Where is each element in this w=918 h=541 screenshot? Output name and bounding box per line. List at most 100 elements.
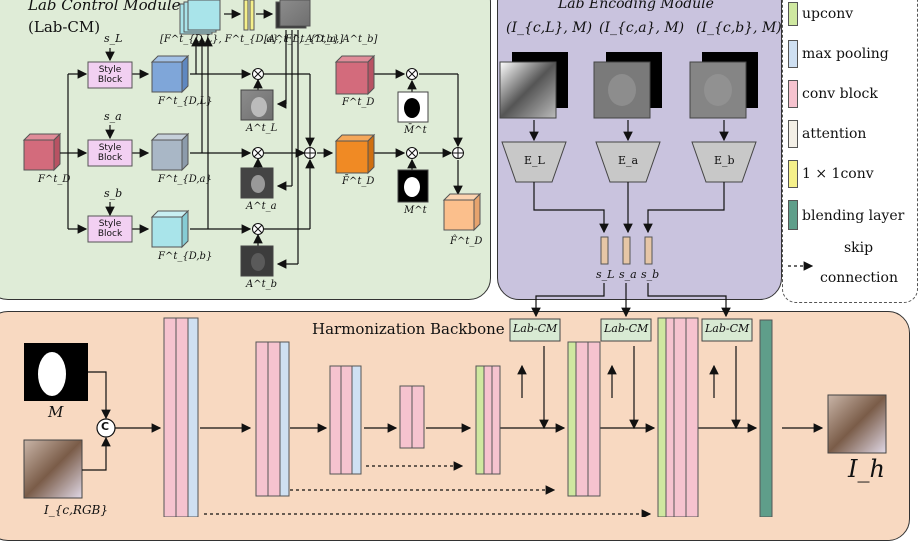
- encoder-input-b: [689, 52, 758, 119]
- attention-label-a: A^t_a: [246, 201, 277, 212]
- legend-panel: [782, 0, 918, 303]
- concat-features-label: [F^t_{D,L}, F^t_{D,a}, F^t_{D,b}]: [160, 34, 344, 45]
- backbone-title: Harmonization Backbone: [312, 320, 505, 338]
- blending-layer: [759, 319, 773, 517]
- style-block-b: [87, 215, 133, 243]
- legend-label-conv1x1: 1 × 1conv: [802, 166, 874, 182]
- mask-label: M^t: [404, 205, 427, 216]
- attention-map-stack: [275, 0, 311, 29]
- concat-attention-label: [A^t_L, A^t_a, A^t_b]: [264, 34, 378, 45]
- backbone-lab-cm-3: [701, 318, 753, 342]
- one-by-one-conv-bar-1: [243, 0, 249, 31]
- style-code-a: [622, 236, 631, 265]
- feature-cube-b: [150, 209, 190, 249]
- legend-label-conv-block: conv block: [802, 86, 878, 102]
- encoder-a: [595, 141, 661, 183]
- fd-label: F^t_D: [342, 97, 375, 108]
- skip-connection-arrows: [204, 461, 652, 517]
- mask-input-cat: [38, 352, 66, 396]
- output-label: I_h: [848, 455, 885, 483]
- legend-label-blending: blending layer: [802, 208, 905, 224]
- legend-label-upconv: upconv: [802, 6, 854, 22]
- multiply-symbols: [253, 69, 417, 234]
- style-code-label-a: s_a: [619, 268, 637, 281]
- style-block-b-label: Style Block: [97, 219, 123, 239]
- output-feature-cube: [442, 192, 482, 232]
- attention-label-b: A^t_b: [246, 279, 278, 290]
- backbone-lab-cm-label-2: Lab-CM: [604, 322, 649, 335]
- composite-input-image: [23, 439, 83, 499]
- encoder-input-l: [499, 52, 568, 119]
- harmonized-output-image: [827, 394, 887, 454]
- lab-cm-subtitle: (Lab-CM): [28, 18, 101, 36]
- encoder-layer-3: [329, 365, 362, 475]
- s-l-label: s_L: [104, 32, 123, 45]
- inverse-mask-cat: [404, 98, 420, 118]
- legend-swatch-attention: [788, 120, 798, 148]
- encoder-input-a: [593, 52, 662, 119]
- encoding-module-title: Lab Encoding Module: [558, 0, 714, 12]
- branch-feature-arrows: [190, 30, 463, 269]
- style-code-label-b: s_b: [641, 268, 660, 281]
- encoder-input-arrows: [529, 120, 729, 142]
- encoder-input-label-a: (I_{c,a}, M): [599, 20, 685, 36]
- multiply-nodes: [252, 68, 418, 235]
- branch-label-a: F^t_{D,a}: [158, 174, 212, 185]
- input-feature-label: F^t_D: [38, 174, 71, 185]
- attention-map-b-cat: [251, 253, 265, 271]
- diagram-canvas: [22, 0, 887, 517]
- s-a-label: s_a: [104, 110, 122, 123]
- backbone-lab-cm-label-1: Lab-CM: [513, 322, 558, 335]
- encoder-label-a: E_a: [618, 154, 639, 167]
- style-code-arrows: [531, 283, 731, 318]
- encoder-label-b: E_b: [714, 154, 735, 167]
- input-branch-arrows: [60, 48, 150, 234]
- legend-label-max-pooling: max pooling: [802, 46, 889, 62]
- attention-label-l: A^t_L: [246, 123, 278, 134]
- encoder-input-label-b: (I_{c,b}, M): [696, 20, 782, 36]
- legend-label-connection: connection: [820, 270, 898, 286]
- encoder-label-l: E_L: [524, 154, 545, 167]
- fd-bar-cube: [334, 133, 376, 175]
- legend-swatch-conv-block: [788, 80, 798, 108]
- concatenated-feature-stack: [179, 0, 221, 35]
- concat-symbol: C: [101, 420, 110, 433]
- feature-cube-l: [150, 54, 190, 94]
- s-b-label: s_b: [104, 187, 123, 200]
- legend-label-attention: attention: [802, 126, 867, 142]
- style-block-l: [87, 61, 133, 89]
- branch-label-b: F^t_{D,b}: [158, 251, 213, 262]
- legend-swatch-max-pooling: [788, 40, 798, 68]
- attention-map-a-cat: [251, 175, 265, 193]
- encoder-input-label-l: (I_{c,L}, M): [506, 20, 593, 36]
- encoder-layer-2: [255, 341, 290, 497]
- decoder-layer-2: [567, 341, 601, 497]
- sum-nodes: [304, 147, 464, 159]
- attention-map-l-cat: [251, 97, 267, 117]
- fd-cube: [334, 54, 376, 96]
- bottleneck-layer: [399, 385, 425, 449]
- style-code-label-l: s_L: [596, 268, 615, 281]
- style-block-a: [87, 139, 133, 167]
- fd-bar-label: F̄^t_D: [342, 176, 375, 187]
- encoder-l: [501, 141, 567, 183]
- decoder-layer-3: [657, 317, 699, 517]
- lab-cm-title: Lab Control Module: [28, 0, 181, 14]
- encoder-b: [691, 141, 757, 183]
- backbone-lab-cm-label-3: Lab-CM: [705, 322, 750, 335]
- legend-swatch-upconv: [788, 2, 798, 26]
- backbone-arrows: [82, 346, 824, 471]
- branch-label-l: F^t_{D,L}: [158, 96, 213, 107]
- legend-label-skip: skip: [844, 240, 874, 256]
- backbone-lab-cm-2: [600, 318, 652, 342]
- style-code-l: [600, 236, 609, 265]
- mask-input-label: M: [48, 403, 64, 421]
- encoder-output-arrows: [533, 182, 725, 234]
- composite-input-label: I_{c,RGB}: [44, 503, 108, 517]
- inverse-mask-label: M̄^t: [404, 125, 427, 136]
- decoder-layer-1: [475, 365, 501, 475]
- backbone-lab-cm-1: [509, 318, 561, 342]
- style-block-l-label: Style Block: [97, 65, 123, 85]
- one-by-one-conv-bar-2: [249, 0, 255, 31]
- legend-swatch-conv1x1: [788, 160, 798, 188]
